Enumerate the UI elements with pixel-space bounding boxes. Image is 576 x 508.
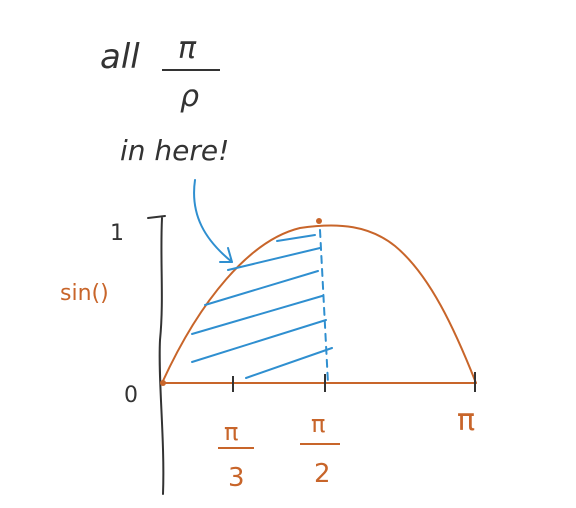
hatch-line [227,247,321,271]
tick-label-pi-over-3: π 3 [218,418,254,493]
y-tick-label-one: 1 [110,221,124,246]
hatch-line [245,347,333,379]
shaded-region [191,229,333,384]
tick-pi-over-2-numerator: π [311,410,325,438]
y-axis-top-tick [147,215,166,219]
hatch-line [191,295,323,335]
tick-pi-over-3-numerator: π [224,418,238,446]
note-word-all: all [100,37,140,77]
shaded-right-boundary [319,229,329,384]
sine-curve [161,224,477,384]
hatch-line [191,319,327,363]
note-fraction-denominator: ρ [180,79,199,114]
y-function-label: sin() [60,281,109,306]
note-word-in-here: in here! [120,134,229,167]
y-axis [158,217,165,495]
note-fraction-numerator: π [178,31,197,66]
tick-label-pi-over-2: π 2 [300,410,340,489]
hatch-line [276,234,316,242]
tick-pi-over-3-denominator: 3 [228,463,245,493]
tick-pi-over-2-denominator: 2 [314,459,331,489]
hatch-line [204,270,319,306]
origin-label: 0 [124,383,138,408]
arrow-head [219,247,233,263]
tick-label-pi: π [457,403,475,438]
handwritten-note: all π ρ in here! [100,31,229,167]
arrow-stem [193,179,233,263]
curve-peak-point [316,218,322,224]
